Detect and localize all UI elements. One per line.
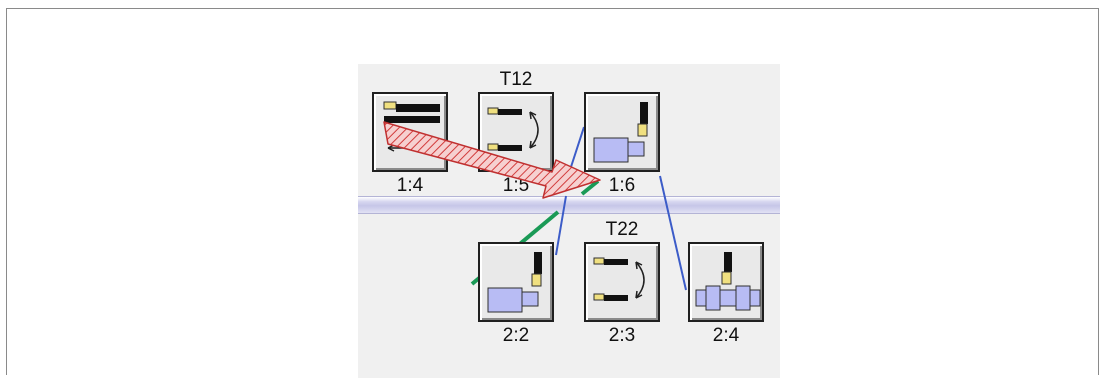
tool-change-icon <box>487 107 539 151</box>
step-label-1-6: 1:6 <box>608 175 636 196</box>
link-1-5-to-1-6 <box>569 126 585 171</box>
window-frame <box>6 8 1099 375</box>
spindle-icon <box>487 252 542 313</box>
step-label-2-2: 2:2 <box>502 325 530 346</box>
link-1-6-to-2-4 <box>659 175 687 291</box>
step-label-2-4: 2:4 <box>712 325 740 346</box>
step-2-3[interactable] <box>584 242 660 322</box>
double-spindle-icon <box>695 252 761 311</box>
step-label-2-3: 2:3 <box>608 325 636 346</box>
step-label-1-4: 1:4 <box>396 175 424 196</box>
sync-link-upper <box>580 179 600 196</box>
step-2-2[interactable] <box>478 242 554 322</box>
tool-number-t12: T12 <box>499 69 533 90</box>
spindle-icon <box>593 102 648 163</box>
step-2-4[interactable] <box>688 242 764 322</box>
sync-track[interactable] <box>358 196 780 214</box>
link-1-5-to-2-2 <box>555 195 567 256</box>
tool-number-t22: T22 <box>605 219 639 240</box>
step-1-6[interactable] <box>584 92 660 172</box>
tool-change-icon <box>593 257 645 301</box>
